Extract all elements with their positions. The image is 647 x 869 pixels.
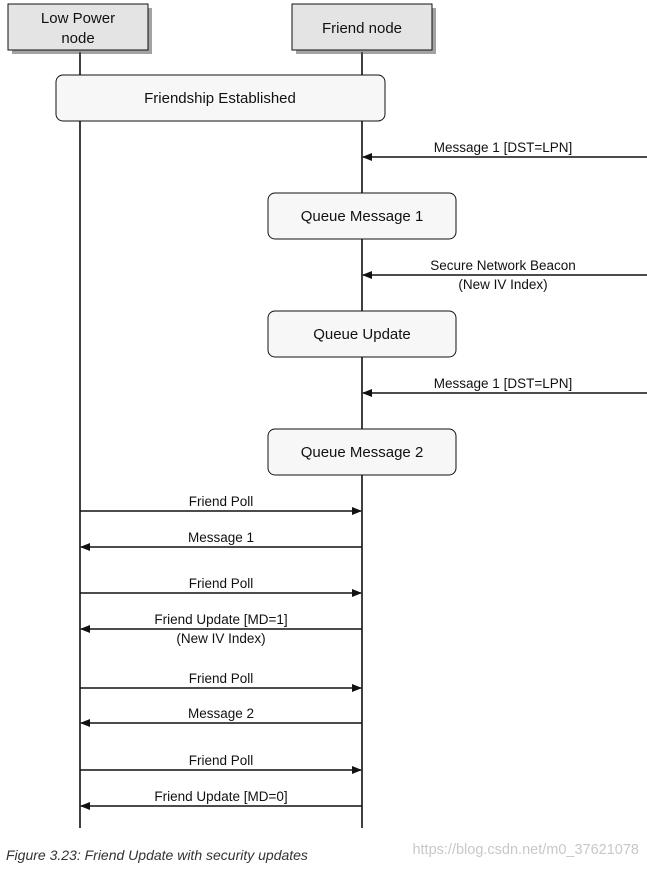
figure-caption: Figure 3.23: Friend Update with security… — [6, 847, 308, 863]
queue-update-box: Queue Update — [267, 310, 457, 358]
lpn-node-header: Low Power node — [7, 3, 152, 54]
friend-poll-3-label: Friend Poll — [189, 671, 254, 686]
friend-poll-1-label: Friend Poll — [189, 494, 254, 509]
friend-update-md0-label: Friend Update [MD=0] — [154, 789, 287, 804]
secure-beacon-label-line1: Secure Network Beacon — [430, 258, 576, 273]
secure-beacon-label-line2: (New IV Index) — [458, 277, 547, 292]
lpn-node-label-line1: Low Power — [41, 10, 115, 27]
friend-poll-2-label: Friend Poll — [189, 576, 254, 591]
message-2-label: Message 2 — [188, 706, 254, 721]
incoming-message-1-label: Message 1 [DST=LPN] — [434, 140, 572, 155]
friend-poll-4-label: Friend Poll — [189, 753, 254, 768]
queue-message-1-label: Queue Message 1 — [301, 208, 424, 225]
queue-update-label: Queue Update — [313, 326, 411, 343]
watermark-url: https://blog.csdn.net/m0_37621078 — [412, 842, 639, 858]
friend-node-label: Friend node — [322, 20, 402, 37]
friend-update-md1-label-line2: (New IV Index) — [176, 631, 265, 646]
queue-message-2-label: Queue Message 2 — [301, 444, 424, 461]
queue-message-2-box: Queue Message 2 — [267, 428, 457, 476]
friend-update-md1-label-line1: Friend Update [MD=1] — [154, 612, 287, 627]
friend-node-header: Friend node — [291, 3, 436, 54]
incoming-message-1-again-label: Message 1 [DST=LPN] — [434, 376, 572, 391]
queue-message-1-box: Queue Message 1 — [267, 192, 457, 240]
friendship-established-box: Friendship Established — [55, 74, 386, 122]
message-1-label: Message 1 — [188, 530, 254, 545]
lpn-node-label-line2: node — [61, 30, 94, 47]
friendship-established-label: Friendship Established — [144, 90, 296, 107]
